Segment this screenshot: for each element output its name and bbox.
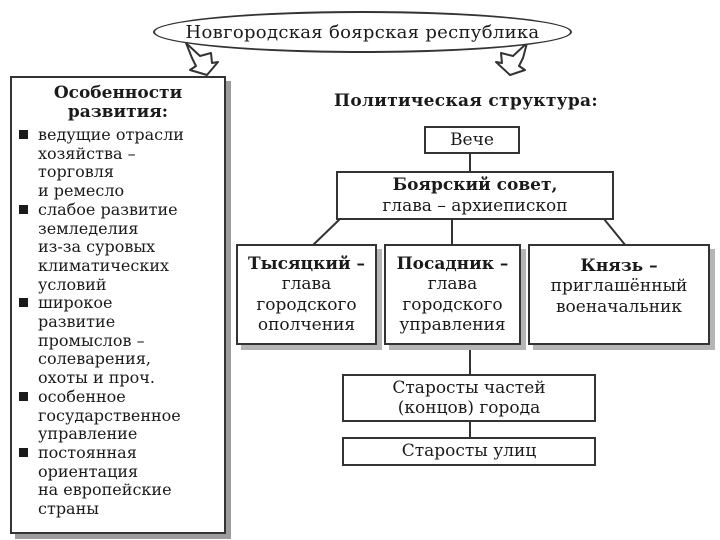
posadnik-title: Посадник – xyxy=(396,253,509,274)
bullet-square-icon xyxy=(19,130,28,139)
features-list: ведущие отрасли хозяйства – торговля и р… xyxy=(12,125,224,519)
arrow-left-icon xyxy=(185,42,219,76)
features-panel: Особенности развития: ведущие отрасли хо… xyxy=(10,76,226,534)
tysyatsky-title: Тысяцкий – xyxy=(247,253,366,274)
list-item: широкое развитие промыслов – солеварения… xyxy=(12,294,224,388)
veche-box: Вече xyxy=(424,126,520,154)
list-item: постоянная ориентация на европейские стр… xyxy=(12,443,224,519)
features-heading: Особенности развития: xyxy=(53,83,183,122)
posadnik-box: Посадник – глава городского управления xyxy=(384,244,521,345)
bullet-square-icon xyxy=(19,204,28,214)
structure-heading: Политическая структура: xyxy=(334,91,598,111)
veche-label: Вече xyxy=(450,129,494,150)
arrow-right-icon xyxy=(495,42,528,76)
konets-elders-box: Старосты частей (концов) города xyxy=(342,374,596,422)
tysyatsky-box: Тысяцкий – глава городского ополчения xyxy=(236,244,377,345)
page-title: Новгородская боярская республика xyxy=(153,11,572,53)
list-item: слабое развитие земледелия из-за суровых… xyxy=(12,200,224,295)
list-item: особенное государственное управление xyxy=(12,387,224,444)
link-council-knyaz xyxy=(603,218,627,247)
knyaz-box: Князь – приглашённый военачальник xyxy=(528,244,710,345)
bullet-square-icon xyxy=(19,298,28,308)
street-elders-label: Старосты улиц xyxy=(401,441,537,462)
council-subtitle: глава – архиепископ xyxy=(382,195,568,216)
council-box: Боярский совет, глава – архиепископ xyxy=(336,171,614,220)
list-item: ведущие отрасли хозяйства – торговля и р… xyxy=(12,125,224,201)
knyaz-title: Князь – xyxy=(580,256,658,276)
link-council-tysyatsky xyxy=(311,218,341,247)
council-title: Боярский совет, xyxy=(392,175,558,196)
bullet-square-icon xyxy=(19,447,28,457)
bullet-square-icon xyxy=(19,391,28,401)
street-elders-box: Старосты улиц xyxy=(342,437,596,466)
